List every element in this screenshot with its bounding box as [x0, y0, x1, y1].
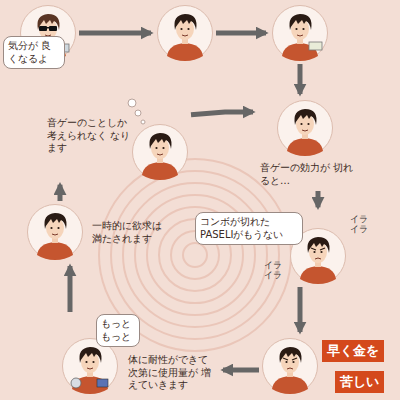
cycle-arrow	[58, 185, 63, 201]
caption-text: 体に耐性ができて 次第に使用量が 増えていきます	[126, 352, 218, 394]
person-node: もっと もっと体に耐性ができて 次第に使用量が 増えていきます	[61, 314, 218, 395]
cycle-arrow	[298, 64, 303, 94]
person-node	[271, 4, 329, 62]
irritation-mark: イラ イラ	[264, 260, 286, 281]
caption-text: 一時的に欲求は 満たされます	[90, 218, 170, 247]
person-node: 気分が 良くなるよ	[3, 4, 77, 69]
speech-bubble: もっと もっと	[96, 314, 140, 347]
cycle-arrow	[298, 287, 303, 332]
person-node: 音ゲーのことしか 考えられなく なります	[45, 115, 189, 181]
thought-dots	[128, 99, 145, 124]
person-figure	[271, 4, 329, 62]
alert-box: 苦しい	[335, 371, 384, 393]
cycle-arrow	[79, 31, 151, 36]
person-figure	[261, 337, 319, 395]
person-node: 音ゲーの効力が 切れると…	[258, 99, 356, 189]
cycle-arrow	[316, 191, 321, 207]
cycle-arrow	[223, 368, 259, 373]
person-node	[156, 4, 214, 62]
irritation-mark: イラ イラ	[350, 214, 372, 235]
cycle-arrow	[216, 31, 266, 36]
person-node: 一時的に欲求は 満たされます	[26, 203, 170, 261]
person-figure	[156, 4, 214, 62]
speech-bubble: コンボが切れた PASELIがもうない	[195, 212, 303, 245]
caption-text: 音ゲーの効力が 切れると…	[258, 160, 356, 189]
person-figure	[26, 203, 84, 261]
cycle-arrow	[68, 266, 73, 312]
caption-text: 音ゲーのことしか 考えられなく なります	[45, 115, 133, 157]
cycle-arrow	[191, 112, 253, 115]
person-figure	[131, 123, 189, 181]
speech-bubble: 気分が 良くなるよ	[3, 36, 65, 69]
alert-box: 早く金を	[322, 340, 384, 362]
person-figure	[276, 99, 334, 157]
person-node: 早く金を苦しい	[261, 337, 384, 395]
